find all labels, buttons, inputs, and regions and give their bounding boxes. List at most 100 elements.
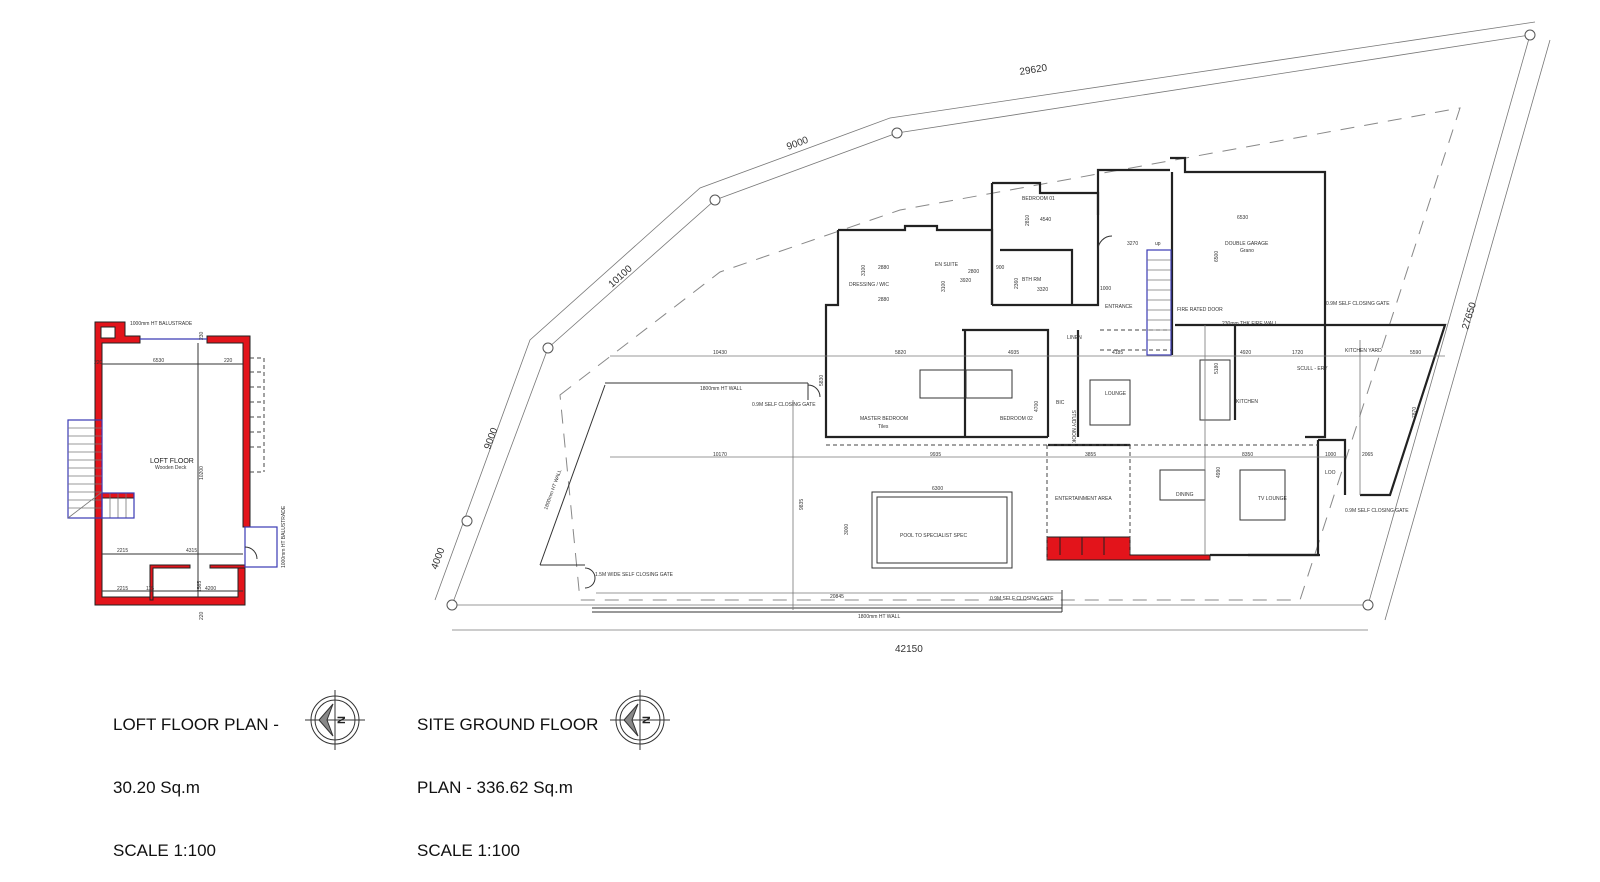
loft-walls [94, 321, 246, 606]
north-arrow-loft: N [305, 690, 365, 750]
dim: 1720 [1292, 350, 1303, 356]
loft-dim: 115 [146, 586, 154, 592]
site-title-line: SITE GROUND FLOOR [417, 715, 599, 734]
label-entrance: ENTRANCE [1105, 304, 1133, 310]
label-study-nook: STUDY NOOK [1070, 410, 1076, 444]
loft-balustrade-side [244, 526, 278, 568]
site-notes: 1800mm HT WALL 1800mm HT WALL 1800mm HT … [543, 301, 1409, 620]
boundary-dimension-lines [434, 21, 1551, 631]
note-gate-loo: 0.9M SELF CLOSING GATE [1345, 508, 1409, 514]
dim: 4185 [1112, 350, 1123, 356]
label-finish-tiles: Tiles [878, 424, 889, 430]
dim: 4990 [1216, 467, 1222, 478]
dim: 5820 [895, 350, 906, 356]
boundary-dim: 9000 [482, 426, 500, 451]
dim: 6500 [1214, 251, 1220, 262]
loft-title-line: LOFT FLOOR PLAN - [113, 715, 279, 734]
dim: 3920 [960, 278, 971, 284]
dim: 2065 [1362, 452, 1373, 458]
north-arrow-site: N [610, 690, 670, 750]
dim: 3000 [844, 524, 850, 535]
loft-dim: 10200 [199, 466, 205, 480]
note-gate-garage: 0.9M SELF CLOSING GATE [1326, 301, 1390, 307]
label-stair-up: up [1155, 241, 1161, 247]
dim: 3320 [1037, 287, 1048, 293]
site-scale: SCALE 1:100 [417, 841, 521, 860]
dimension-lines [596, 325, 1445, 610]
dim: 5590 [1410, 350, 1421, 356]
loft-column [100, 326, 116, 339]
site-plan-title: SITE GROUND FLOOR PLAN - 336.62 Sq.m SCA… [417, 672, 598, 882]
label-double-garage: DOUBLE GARAGE [1225, 241, 1269, 247]
loft-plan-title: LOFT FLOOR PLAN - 30.20 Sq.m SCALE 1:100 [113, 672, 279, 882]
dim: 3270 [1127, 241, 1138, 247]
room-labels: BEDROOM 01 EN SUITE DRESSING / WIC BTH R… [849, 196, 1382, 539]
site-area: PLAN - 336.62 Sq.m [417, 778, 573, 797]
dim: 2360 [1014, 278, 1020, 289]
covered-area-lines [826, 329, 1318, 560]
dim: 6300 [932, 486, 943, 492]
dim: 900 [996, 265, 1005, 271]
dim: 10430 [713, 350, 727, 356]
note-wall-top: 1800mm HT WALL [700, 386, 742, 392]
loft-dim: 220 [224, 358, 233, 364]
label-lounge: LOUNGE [1105, 391, 1127, 397]
dimension-labels: 10430 5820 4935 4185 4920 1720 5590 1017… [713, 215, 1421, 600]
loft-staircase [67, 419, 135, 519]
loft-dim: 6530 [153, 358, 164, 364]
label-bath-room: BTH RM [1022, 277, 1041, 283]
perimeter-wall [539, 382, 1063, 613]
site-ground-floor-plan: 29620 27650 42150 9000 10100 9000 4000 [429, 21, 1551, 655]
label-kitchen: KITCHEN [1236, 399, 1258, 405]
building-line [559, 107, 1461, 601]
loft-balustrade-side-label: 1000mm HT BALUSTRADE [281, 505, 287, 568]
boundary-dim-right: 27650 [1460, 301, 1479, 331]
note-wall-bottom: 1800mm HT WALL [858, 614, 900, 620]
dim: 2880 [878, 265, 889, 271]
loft-finish-label: Wooden Deck [155, 465, 187, 471]
dim: 2810 [1025, 215, 1031, 226]
dim: 3855 [1085, 452, 1096, 458]
boundary-dim: 9000 [785, 135, 810, 153]
braai-counter [1046, 536, 1211, 561]
boundary-pegs [446, 29, 1536, 611]
dim: 2800 [968, 269, 979, 275]
label-kitchen-yard: KITCHEN YARD [1345, 348, 1382, 354]
label-fire-rated-door: FIRE RATED DOOR [1177, 307, 1223, 313]
label-tv-lounge: TV LOUNGE [1258, 496, 1288, 502]
house-walls [824, 156, 1447, 557]
label-fire-wall: 230mm THK FIRE WALL [1222, 321, 1278, 327]
label-loo: LOO [1325, 470, 1336, 476]
loft-dim: 1565 [197, 581, 203, 592]
dim: 3100 [941, 281, 947, 292]
north-label: N [641, 716, 653, 724]
label-bedroom-02: BEDROOM 02 [1000, 416, 1033, 422]
loft-dim: 220 [94, 360, 103, 366]
entrance-staircase [1146, 249, 1172, 356]
gate-swings [584, 384, 821, 589]
loft-wall-bath [149, 564, 246, 601]
label-dressing-wic: DRESSING / WIC [849, 282, 889, 288]
dim: 10170 [713, 452, 727, 458]
label-scullery: SCULL - ERY [1297, 366, 1328, 372]
dim: 8350 [1242, 452, 1253, 458]
loft-dim: 4315 [186, 548, 197, 554]
loft-dim: 230 [199, 331, 205, 340]
dim: 3100 [861, 265, 867, 276]
label-entertainment-area: ENTERTAINMENT AREA [1055, 496, 1112, 502]
dim: 4920 [1240, 350, 1251, 356]
loft-scale: SCALE 1:100 [113, 841, 217, 860]
label-pool: POOL TO SPECIALIST SPEC [900, 533, 967, 539]
dim: 1000 [1100, 286, 1111, 292]
loft-dim: 4200 [205, 586, 216, 592]
loft-dim: 2215 [117, 548, 128, 554]
label-linen: LINEN [1067, 335, 1082, 341]
north-label: N [336, 716, 348, 724]
loft-dim: 2215 [117, 586, 128, 592]
boundary-dim: 4000 [429, 546, 447, 571]
loft-balustrade-top-label: 1000mm HT BALUSTRADE [130, 321, 193, 327]
dim: 9935 [930, 452, 941, 458]
loft-room-label: LOFT FLOOR [150, 458, 194, 465]
note-gate-wide: 1.5M WIDE SELF CLOSING GATE [595, 572, 674, 578]
label-garage-finish: Grano [1240, 248, 1254, 254]
